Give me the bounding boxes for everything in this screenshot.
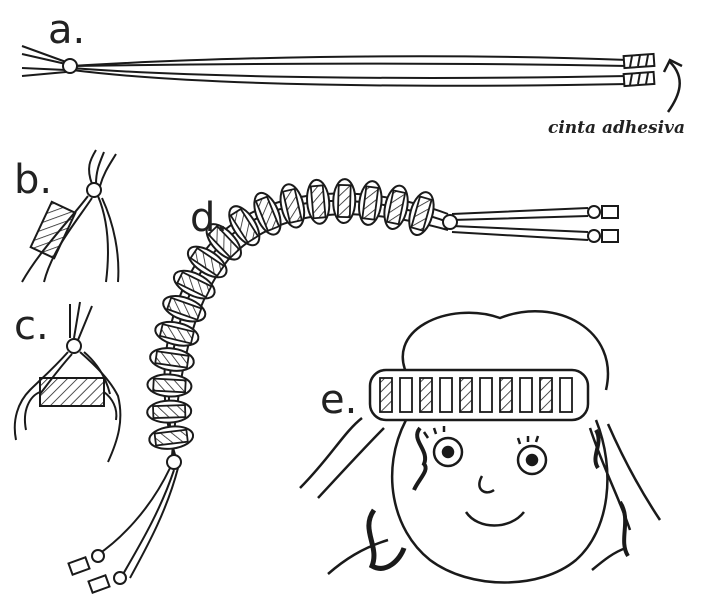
headband-tube [400, 378, 412, 412]
tape-annotation: cinta adhesiva [548, 118, 685, 138]
band-tube [311, 185, 326, 218]
headband-tube [560, 378, 572, 412]
headband-tube [540, 378, 552, 412]
headband-tube [520, 378, 532, 412]
label-b: b. [14, 160, 52, 200]
band-tube [155, 430, 188, 446]
headband-tube [380, 378, 392, 412]
headband-tube [460, 378, 472, 412]
band-tube [338, 185, 351, 217]
tape-arrow [664, 60, 682, 112]
label-d: d. [190, 198, 228, 238]
label-c: c. [14, 306, 49, 346]
label-e: e. [320, 380, 357, 420]
headband-tube [420, 378, 432, 412]
headband-tube [480, 378, 492, 412]
step-a-cords [22, 46, 654, 86]
band-tube [153, 379, 186, 393]
label-a: a. [48, 10, 85, 50]
step-e-child [300, 311, 660, 582]
headband-tube [440, 378, 452, 412]
headband-tube [500, 378, 512, 412]
band-tube [153, 405, 185, 418]
